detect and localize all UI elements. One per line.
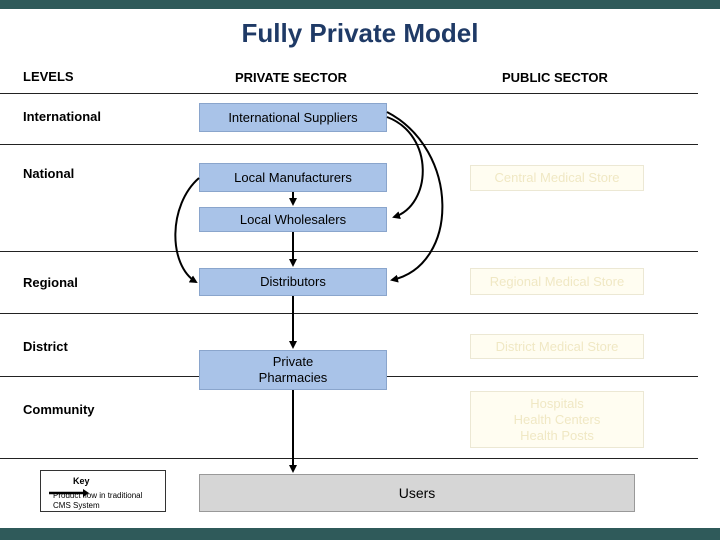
divider-line	[0, 144, 698, 145]
regional-medical-store-box: Regional Medical Store	[470, 268, 644, 295]
local-wholesalers-box: Local Wholesalers	[199, 207, 387, 232]
level-international: International	[23, 109, 102, 124]
flow-arrow-manufacturers-to-distributors	[174, 177, 200, 284]
divider-line	[0, 458, 698, 459]
divider-line	[0, 251, 698, 252]
international-suppliers-box: International Suppliers	[199, 103, 387, 132]
bottom-frame-bar	[0, 528, 720, 540]
top-frame-bar	[0, 0, 720, 9]
hospitals-label: Hospitals	[530, 395, 584, 411]
users-box: Users	[199, 474, 635, 512]
key-title: Key	[73, 476, 90, 486]
level-regional: Regional	[23, 275, 78, 290]
key-description-line2: CMS System	[53, 501, 100, 510]
distributors-box: Distributors	[199, 268, 387, 296]
health-posts-label: Health Posts	[520, 427, 594, 443]
flow-arrow-suppliers-to-wholesalers	[386, 116, 424, 219]
health-facilities-box: Hospitals Health Centers Health Posts	[470, 391, 644, 448]
central-medical-store-box: Central Medical Store	[470, 165, 644, 191]
private-sector-header: PRIVATE SECTOR	[235, 70, 347, 85]
key-legend: Key Product flow in traditional CMS Syst…	[40, 470, 166, 512]
page-title: Fully Private Model	[241, 18, 479, 48]
district-medical-store-box: District Medical Store	[470, 334, 644, 359]
divider-line	[0, 313, 698, 314]
local-manufacturers-box: Local Manufacturers	[199, 163, 387, 192]
divider-line	[0, 93, 698, 94]
private-pharmacies-label-line2: Pharmacies	[258, 370, 328, 385]
level-district: District	[23, 339, 68, 354]
public-sector-header: PUBLIC SECTOR	[502, 70, 608, 85]
key-description-line1: Product flow in traditional	[53, 491, 143, 500]
private-pharmacies-box: Private Pharmacies	[199, 350, 387, 390]
flow-arrow-suppliers-to-distributors	[386, 111, 444, 283]
level-national: National	[23, 166, 75, 181]
levels-header: LEVELS	[23, 69, 74, 84]
private-pharmacies-label-line1: Private	[272, 354, 314, 369]
key-description: Product flow in traditional CMS System	[53, 491, 142, 511]
health-centers-label: Health Centers	[513, 411, 601, 427]
level-community: Community	[23, 402, 95, 417]
key-arrow-icon	[49, 489, 89, 497]
